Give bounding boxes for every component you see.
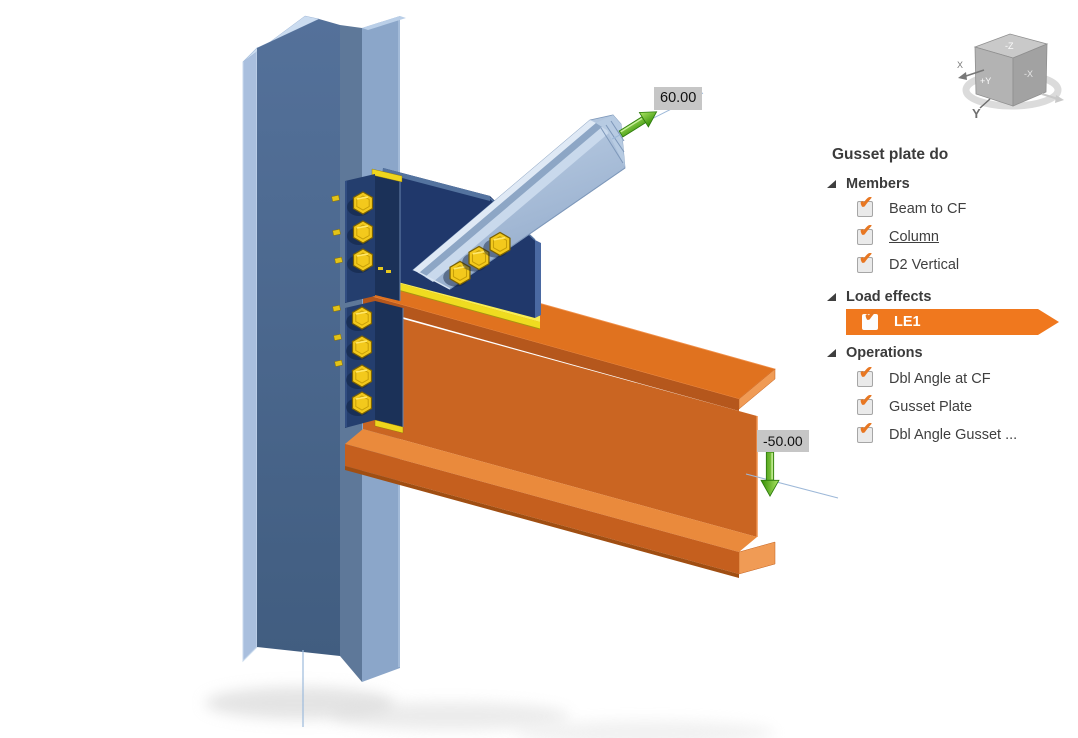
item-label[interactable]: Beam to CF — [889, 201, 967, 217]
ground-shadow — [205, 687, 775, 738]
bolt-tips — [331, 194, 343, 367]
checkbox[interactable]: ✔ — [862, 309, 878, 330]
brace-tip-edge — [417, 271, 451, 290]
axis-arrowhead-x — [958, 72, 967, 80]
beam-axis-line — [745, 473, 839, 499]
tree-section-operations[interactable]: Operations — [827, 342, 923, 364]
checkbox[interactable]: ✔ — [857, 391, 873, 415]
checkbox[interactable]: ✔ — [857, 249, 873, 273]
tree-item-le1-selected[interactable]: ✔ LE1 — [846, 309, 1059, 335]
load-arrow-down[interactable] — [760, 451, 780, 497]
cleat-bottom-dot — [386, 270, 391, 273]
lower-cleat-yellow-edge — [374, 419, 404, 434]
brace-flange-edge-3 — [425, 127, 610, 282]
tree-section-load-effects[interactable]: Load effects — [827, 286, 931, 308]
beam-top-flange-lip — [363, 294, 739, 411]
dimension-label-beam-offset[interactable]: -50.00 — [757, 430, 809, 452]
chevron-expanded-icon[interactable] — [827, 180, 836, 188]
page-title: Gusset plate do — [832, 146, 949, 163]
column-right-flange-top-edge — [362, 16, 406, 30]
view-cube-right-label: -X — [1024, 69, 1033, 79]
upper-cleat-leg — [375, 175, 400, 301]
checkbox[interactable]: ✔ — [857, 363, 873, 387]
tree-section-members[interactable]: Members — [827, 173, 910, 195]
section-label: Load effects — [846, 289, 932, 305]
checkbox[interactable]: ✔ — [857, 193, 873, 217]
check-icon: ✔ — [859, 221, 874, 240]
axis-arrow-y — [979, 98, 991, 109]
item-label[interactable]: Gusset Plate — [889, 399, 973, 415]
tree-item-beam-to-cf[interactable]: ✔ Beam to CF — [857, 193, 967, 222]
tree-item-dbl-angle-gusset[interactable]: ✔ Dbl Angle Gusset ... — [857, 419, 1018, 448]
view-cube[interactable]: -Z +Y -X X Y — [957, 33, 1064, 121]
tree-item-gusset-plate[interactable]: ✔ Gusset Plate — [857, 391, 973, 420]
check-icon: ✔ — [859, 193, 874, 212]
check-icon: ✔ — [859, 249, 874, 268]
dimension-label-brace-offset[interactable]: 60.00 — [654, 87, 703, 110]
tree-item-column[interactable]: ✔ Column — [857, 221, 939, 250]
check-icon: ✔ — [859, 391, 874, 410]
upper-cleat-yellow-edge — [371, 168, 403, 183]
gusset-top-edge — [383, 168, 490, 201]
beam-web-face — [363, 308, 757, 537]
item-label[interactable]: LE1 — [894, 314, 921, 330]
brace-end-stripe — [605, 124, 625, 153]
chevron-expanded-icon[interactable] — [827, 349, 836, 357]
item-label[interactable]: Dbl Angle Gusset ... — [889, 427, 1018, 443]
beam-bottom-flange-top — [345, 429, 757, 552]
axis-arrow-x — [965, 69, 985, 77]
brace-end-stripe — [610, 120, 625, 142]
ring-arrow — [1041, 93, 1059, 100]
brace-end-stripe — [600, 127, 624, 164]
gusset-right-edge — [535, 240, 541, 318]
axis-x-label: X — [957, 60, 963, 70]
upper-angle-cleat[interactable] — [345, 168, 403, 303]
tree-item-d2-vertical[interactable]: ✔ D2 Vertical — [857, 249, 960, 278]
item-label[interactable]: Dbl Angle at CF — [889, 371, 991, 387]
section-label: Members — [846, 176, 910, 192]
tree-item-dbl-angle-at-cf[interactable]: ✔ Dbl Angle at CF — [857, 363, 991, 392]
beam-bottom-underside — [345, 466, 739, 578]
view-cube-top-label: -Z — [1005, 41, 1014, 51]
section-label: Operations — [846, 345, 923, 361]
lower-angle-cleat[interactable] — [345, 301, 404, 434]
lower-cleat-leg — [375, 301, 403, 427]
brace-flange-edge-2 — [419, 123, 602, 277]
brace-flange-edge-1 — [413, 120, 596, 273]
view-cube-right-face[interactable] — [1012, 43, 1048, 107]
column-web — [257, 19, 340, 656]
checkbox[interactable]: ✔ — [857, 419, 873, 443]
checkbox[interactable]: ✔ — [857, 221, 873, 245]
check-icon: ✔ — [859, 363, 874, 382]
beam-member[interactable] — [345, 253, 776, 578]
check-icon: ✔ — [859, 419, 874, 438]
load-arrow-up-right[interactable] — [615, 103, 662, 142]
chevron-expanded-icon[interactable] — [827, 293, 836, 301]
base-plate-front — [365, 274, 540, 329]
cleat-bottom-dot — [378, 267, 383, 270]
column-left-flange — [242, 46, 258, 663]
item-label[interactable]: D2 Vertical — [889, 257, 960, 273]
brace-end-cut — [596, 115, 625, 167]
beam-bottom-flange-front — [345, 444, 739, 574]
item-label[interactable]: Column — [889, 229, 939, 245]
axis-y-label: Y — [972, 106, 981, 121]
ring-arrowhead — [1055, 95, 1064, 103]
diagonal-brace-member[interactable] — [412, 114, 626, 290]
check-icon: ✔ — [864, 306, 879, 325]
view-cube-front-label: +Y — [980, 76, 991, 86]
